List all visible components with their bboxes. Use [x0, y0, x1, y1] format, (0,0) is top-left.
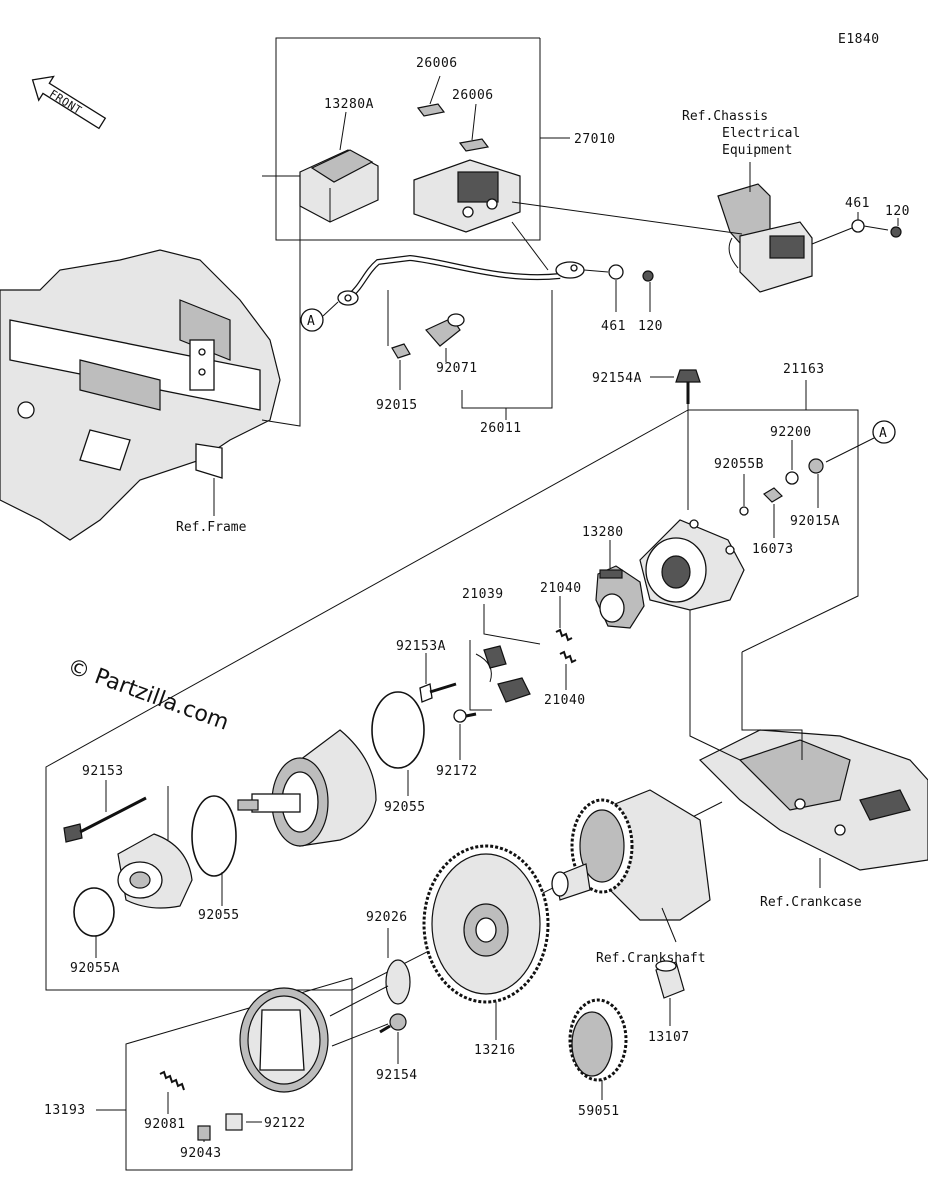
label-26006-b[interactable]: 26006	[452, 88, 494, 103]
fuse-26006-b	[458, 138, 490, 152]
o-ring-92055A	[73, 887, 115, 937]
ref-chassis-line2[interactable]: Electrical	[722, 126, 800, 141]
screw-92172	[453, 709, 477, 723]
sleeve-13107	[655, 960, 685, 999]
idle-gear-59051	[568, 998, 628, 1082]
screw-92153A	[419, 682, 457, 703]
washer-461-top	[608, 264, 624, 280]
bolt-120-right	[890, 226, 902, 238]
ref-chassis-line1[interactable]: Ref.Chassis	[682, 109, 768, 124]
label-92200[interactable]: 92200	[770, 425, 812, 440]
label-13216[interactable]: 13216	[474, 1043, 516, 1058]
label-16073[interactable]: 16073	[752, 542, 794, 557]
watermark: © Partzilla.com	[64, 654, 232, 736]
bolt-92153	[63, 796, 147, 843]
label-59051[interactable]: 59051	[578, 1104, 620, 1119]
crankcase-reference	[698, 729, 928, 871]
ref-crankshaft[interactable]: Ref.Crankshaft	[596, 951, 706, 966]
starter-cable-26011	[337, 254, 585, 306]
motor-group-outline-left	[45, 409, 689, 991]
front-arrow-icon: FRONT	[31, 75, 107, 130]
ref-frame[interactable]: Ref.Frame	[176, 520, 247, 535]
cap-92071	[425, 313, 465, 347]
starter-rear-cover	[639, 519, 745, 611]
label-21040-b[interactable]: 21040	[544, 693, 586, 708]
ref-crankcase[interactable]: Ref.Crankcase	[760, 895, 862, 910]
label-92153A[interactable]: 92153A	[396, 639, 446, 654]
label-13193[interactable]: 13193	[44, 1103, 86, 1118]
diagram-code: E1840	[838, 32, 880, 47]
label-26011[interactable]: 26011	[480, 421, 522, 436]
label-120-top[interactable]: 120	[638, 319, 663, 334]
label-461-right[interactable]: 461	[845, 196, 870, 211]
spring-21040-a	[555, 628, 573, 642]
fuse-26006-a	[416, 103, 446, 117]
starter-clutch-13193	[239, 987, 329, 1093]
label-461-top[interactable]: 461	[601, 319, 626, 334]
label-13107[interactable]: 13107	[648, 1030, 690, 1045]
label-21040-a[interactable]: 21040	[540, 581, 582, 596]
label-13280A[interactable]: 13280A	[324, 97, 374, 112]
plunger-92043	[197, 1125, 211, 1141]
bolt-92154	[379, 1013, 407, 1034]
motor-group-outline-right	[688, 409, 859, 653]
label-92172[interactable]: 92172	[436, 764, 478, 779]
svg-text:A: A	[879, 426, 887, 441]
bolt-92154A	[675, 369, 701, 404]
front-label: FRONT	[47, 87, 84, 117]
label-92055B[interactable]: 92055B	[714, 457, 764, 472]
relay-group-outline	[275, 37, 541, 241]
label-92055-lower[interactable]: 92055	[198, 908, 240, 923]
label-92154[interactable]: 92154	[376, 1068, 418, 1083]
label-92026[interactable]: 92026	[366, 910, 408, 925]
crankshaft-reference	[551, 789, 711, 921]
callout-a-left	[300, 308, 324, 332]
ref-chassis-line3[interactable]: Equipment	[722, 143, 792, 158]
starter-relay-27010	[413, 159, 521, 233]
label-92015A[interactable]: 92015A	[790, 514, 840, 529]
roller-92122	[225, 1113, 243, 1131]
relay-cover-13280A	[299, 149, 379, 223]
washer-92026	[385, 959, 411, 1005]
brush-set-21039	[475, 645, 531, 703]
label-21163[interactable]: 21163	[783, 362, 825, 377]
brush-holder-13280	[595, 565, 645, 629]
label-92043[interactable]: 92043	[180, 1146, 222, 1161]
starter-motor-yoke	[237, 729, 377, 847]
spring-21040-b	[559, 650, 577, 664]
chassis-relay-assembly	[717, 183, 813, 293]
label-13280[interactable]: 13280	[582, 525, 624, 540]
o-ring-92055-upper	[371, 691, 425, 769]
label-92071[interactable]: 92071	[436, 361, 478, 376]
label-27010[interactable]: 27010	[574, 132, 616, 147]
starter-gear-13216	[422, 844, 550, 1004]
nut-16073	[763, 487, 783, 503]
label-92055A[interactable]: 92055A	[70, 961, 120, 976]
starter-front-cover	[117, 833, 193, 909]
label-92055-upper[interactable]: 92055	[384, 800, 426, 815]
bolt-120-top	[642, 270, 654, 282]
label-120-right[interactable]: 120	[885, 204, 910, 219]
svg-text:A: A	[307, 314, 315, 329]
nut-92015	[391, 343, 411, 359]
washer-92200	[785, 471, 799, 485]
nut-92015A	[808, 458, 824, 474]
o-ring-92055-lower	[191, 795, 237, 877]
label-92015[interactable]: 92015	[376, 398, 418, 413]
label-21039[interactable]: 21039	[462, 587, 504, 602]
label-92081[interactable]: 92081	[144, 1117, 186, 1132]
callout-a-right	[872, 420, 896, 444]
frame-reference	[0, 249, 281, 541]
label-26006-a[interactable]: 26006	[416, 56, 458, 71]
label-92122[interactable]: 92122	[264, 1116, 306, 1131]
washer-461-right	[851, 219, 865, 233]
label-92153[interactable]: 92153	[82, 764, 124, 779]
spring-92081	[159, 1070, 185, 1091]
washer-92055B	[739, 506, 749, 516]
label-92154A[interactable]: 92154A	[592, 371, 642, 386]
clutch-group-outline	[125, 977, 353, 1171]
